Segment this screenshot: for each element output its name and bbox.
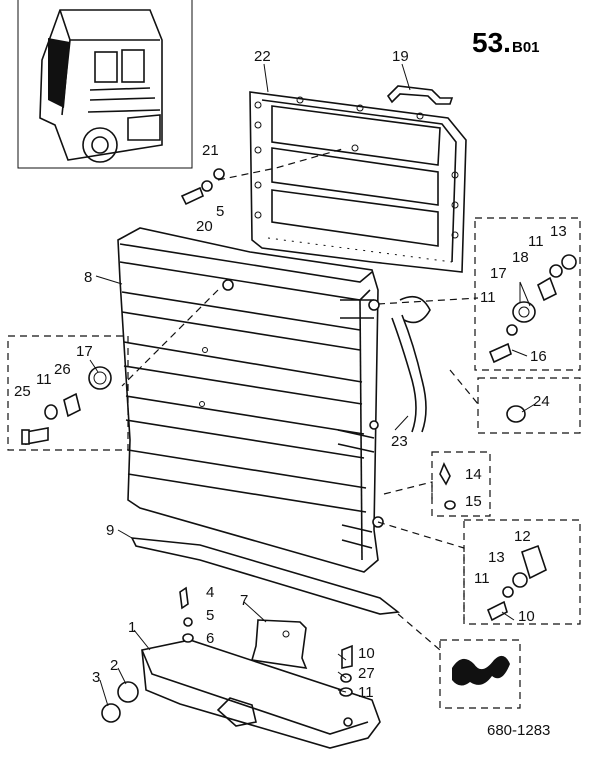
callout-9: 9: [106, 522, 114, 539]
callout-labels: 1 2 3 4 5 5 6 7 8 9 10 10 11 11 11 11 11…: [14, 48, 567, 701]
mount-bracket: [250, 619, 308, 669]
callout-10-bottom: 10: [358, 645, 375, 662]
profile-detail: [439, 639, 521, 709]
truck-cab-inset: [17, 0, 193, 169]
callout-3: 3: [92, 669, 100, 686]
section-code: B01: [512, 39, 540, 56]
callout-13-upper: 13: [550, 223, 567, 240]
callout-6: 6: [206, 630, 214, 647]
callout-16: 16: [530, 348, 547, 365]
callout-5-lower: 5: [206, 607, 214, 624]
callout-20: 20: [196, 218, 213, 235]
callout-11-upper: 11: [528, 233, 544, 250]
callout-19: 19: [392, 48, 409, 65]
callout-17-left: 17: [76, 343, 93, 360]
callout-22: 22: [254, 48, 271, 65]
page-number: 53.: [472, 27, 511, 58]
rear-panel-highlight: [48, 38, 70, 108]
callout-24: 24: [533, 393, 550, 410]
callout-25: 25: [14, 383, 31, 400]
callout-11-mid: 11: [480, 289, 496, 306]
callout-7: 7: [240, 592, 248, 609]
callout-18: 18: [512, 249, 529, 266]
callout-21: 21: [202, 142, 219, 159]
small-parts: [21, 168, 577, 723]
callout-8: 8: [84, 269, 92, 286]
leader-lines: [89, 63, 536, 707]
callout-1: 1: [128, 619, 136, 636]
top-bracket: [386, 85, 454, 105]
rear-wall-panel: [249, 91, 467, 273]
step-tray: [141, 639, 381, 749]
callout-13-lower: 13: [488, 549, 505, 566]
callout-5-upper: 5: [216, 203, 224, 220]
callout-17-right: 17: [490, 265, 507, 282]
callout-11-bottom: 11: [358, 684, 374, 701]
callout-23: 23: [391, 433, 408, 450]
callout-12: 12: [514, 528, 531, 545]
callout-26: 26: [54, 361, 71, 378]
tank-body: [117, 227, 384, 573]
callout-2: 2: [110, 657, 118, 674]
callout-15: 15: [465, 493, 482, 510]
callout-10-right: 10: [518, 608, 535, 625]
callout-11-lower: 11: [474, 570, 490, 587]
drawing-code: 680-1283: [487, 722, 550, 739]
callout-14: 14: [465, 466, 482, 483]
callout-11-left: 11: [36, 371, 52, 388]
lower-strip: [130, 537, 401, 615]
fuel-hose: [391, 295, 431, 433]
callout-4: 4: [206, 584, 214, 601]
callout-27: 27: [358, 665, 375, 682]
